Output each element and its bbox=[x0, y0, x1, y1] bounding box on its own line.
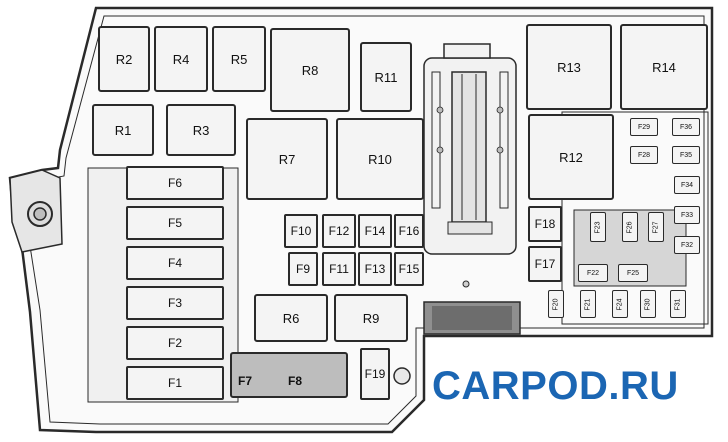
fuse-f26: F26 bbox=[622, 212, 638, 242]
socket bbox=[393, 367, 411, 385]
central-connector bbox=[423, 43, 517, 255]
relay-r13: R13 bbox=[526, 24, 612, 110]
fuse-f30: F30 bbox=[640, 290, 656, 318]
latch-stripes bbox=[432, 306, 512, 330]
fuse-f1: F1 bbox=[126, 366, 224, 400]
mounting-bolt bbox=[9, 169, 63, 253]
fuse-f20: F20 bbox=[548, 290, 564, 318]
fuse-f15: F15 bbox=[394, 252, 424, 286]
relay-r8: R8 bbox=[270, 28, 350, 112]
relay-r6: R6 bbox=[254, 294, 328, 342]
fuse-f25: F25 bbox=[618, 264, 648, 282]
fuse-f21: F21 bbox=[580, 290, 596, 318]
fuse-f35: F35 bbox=[672, 146, 700, 164]
relay-r4: R4 bbox=[154, 26, 208, 92]
fuse-f9: F9 bbox=[288, 252, 318, 286]
fuse-f17: F17 bbox=[528, 246, 562, 282]
fuse-f10: F10 bbox=[284, 214, 318, 248]
fuse-f23: F23 bbox=[590, 212, 606, 242]
fuse-f19: F19 bbox=[360, 348, 390, 400]
relay-r10: R10 bbox=[336, 118, 424, 200]
fuse-f8: F8 bbox=[288, 374, 303, 388]
relay-r7: R7 bbox=[246, 118, 328, 200]
fuse-f14: F14 bbox=[358, 214, 392, 248]
fuse-f7: F7 bbox=[238, 374, 253, 388]
relay-r9: R9 bbox=[334, 294, 408, 342]
fuse-f22: F22 bbox=[578, 264, 608, 282]
relay-r2: R2 bbox=[98, 26, 150, 92]
fuse-f12: F12 bbox=[322, 214, 356, 248]
relay-r3: R3 bbox=[166, 104, 236, 156]
fuse-f31: F31 bbox=[670, 290, 686, 318]
relay-r5: R5 bbox=[212, 26, 266, 92]
watermark-text: CARPOD.RU bbox=[432, 364, 679, 408]
fuse-f13: F13 bbox=[358, 252, 392, 286]
fuse-f11: F11 bbox=[322, 252, 356, 286]
socket-center bbox=[462, 280, 470, 288]
fuse-block-f7-f8 bbox=[230, 352, 348, 398]
relay-r12: R12 bbox=[528, 114, 614, 200]
fuse-f16: F16 bbox=[394, 214, 424, 248]
fuse-f32: F32 bbox=[674, 236, 700, 254]
fuse-f24: F24 bbox=[612, 290, 628, 318]
fuse-f34: F34 bbox=[674, 176, 700, 194]
fuse-f33: F33 bbox=[674, 206, 700, 224]
fuse-f5: F5 bbox=[126, 206, 224, 240]
relay-r11: R11 bbox=[360, 42, 412, 112]
fuse-f3: F3 bbox=[126, 286, 224, 320]
fuse-f4: F4 bbox=[126, 246, 224, 280]
fuse-f2: F2 bbox=[126, 326, 224, 360]
fuse-f29: F29 bbox=[630, 118, 658, 136]
fuse-f28: F28 bbox=[630, 146, 658, 164]
fuse-f36: F36 bbox=[672, 118, 700, 136]
mini-fuse-frame bbox=[561, 111, 709, 325]
fuse-f6: F6 bbox=[126, 166, 224, 200]
fuse-f18: F18 bbox=[528, 206, 562, 242]
relay-r14: R14 bbox=[620, 24, 708, 110]
fuse-f27: F27 bbox=[648, 212, 664, 242]
relay-r1: R1 bbox=[92, 104, 154, 156]
